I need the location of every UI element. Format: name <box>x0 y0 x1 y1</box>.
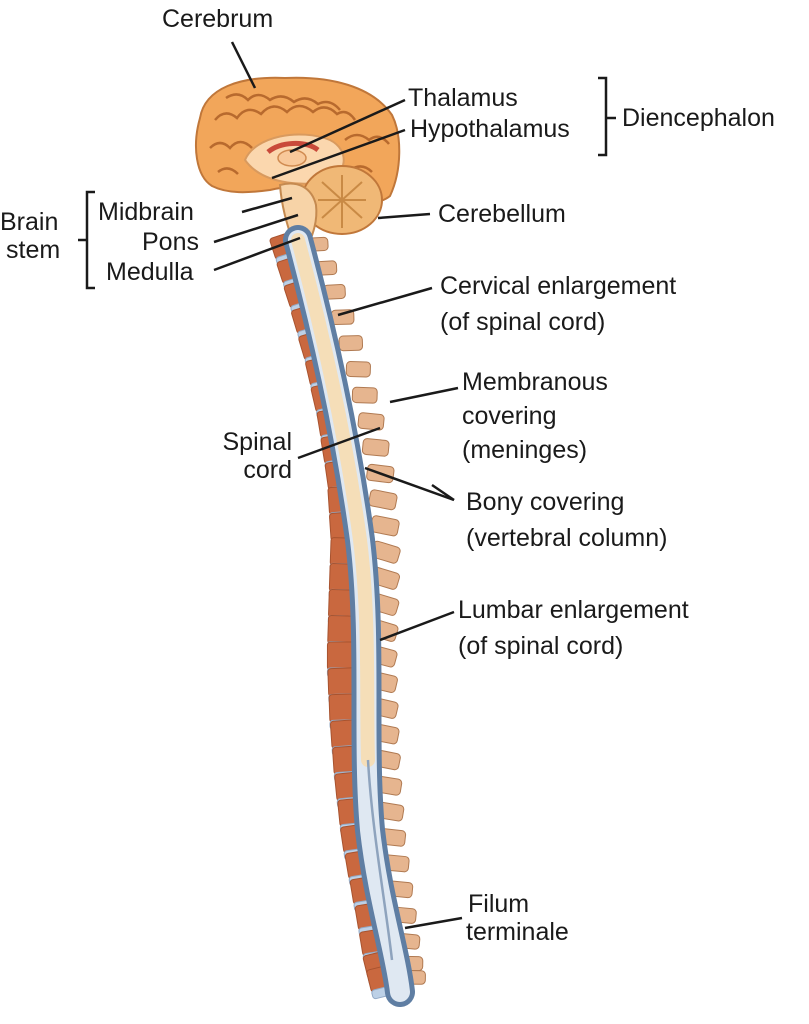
label-diencephalon: Diencephalon <box>622 104 775 132</box>
label-brain-stem-2: stem <box>6 236 61 264</box>
label-bony-2: (vertebral column) <box>466 524 668 552</box>
label-spinal-cord-1: Spinal <box>222 428 293 456</box>
leader-pons <box>213 213 299 244</box>
leader-cerebellum <box>377 212 431 220</box>
label-membranous-2: covering <box>462 402 557 430</box>
label-membranous-1: Membranous <box>462 368 608 396</box>
label-brain-stem-1: Brain <box>0 208 59 236</box>
vertebra-process <box>361 438 390 457</box>
vertebral-column-shape <box>269 230 426 1000</box>
label-medulla: Medulla <box>106 258 194 286</box>
filum-terminale-shape <box>366 759 394 961</box>
label-lumbar-2: (of spinal cord) <box>458 632 624 660</box>
vertebra-process <box>357 412 385 431</box>
vertebra-process <box>368 489 398 511</box>
leader-cervical <box>337 286 433 317</box>
diencephalon-bracket <box>598 76 608 157</box>
vertebra-process <box>345 360 371 378</box>
leader-medulla <box>213 236 301 272</box>
label-filum-2: terminale <box>466 918 569 946</box>
leader-bony-2 <box>431 483 455 502</box>
leader-cerebrum <box>230 41 257 89</box>
label-membranous-3: (meninges) <box>462 436 588 464</box>
label-thalamus: Thalamus <box>408 84 518 112</box>
label-filum-1: Filum <box>468 890 530 918</box>
leader-lumbar <box>379 610 455 642</box>
label-bony-1: Bony covering <box>466 488 625 516</box>
label-cerebrum: Cerebrum <box>162 5 274 33</box>
vertebra-process <box>370 515 400 537</box>
brain-stem-bracket <box>85 190 95 290</box>
label-spinal-cord-2: cord <box>243 456 292 484</box>
leader-spinal-cord <box>297 426 381 460</box>
leader-bony-1 <box>364 466 455 502</box>
leader-filum <box>404 916 463 930</box>
label-hypothalamus: Hypothalamus <box>410 115 570 143</box>
cerebellum-shape <box>301 165 383 235</box>
leader-hypothalamus <box>271 128 406 180</box>
label-midbrain: Midbrain <box>98 198 194 226</box>
leader-midbrain <box>241 196 293 214</box>
vertebra-process <box>338 335 364 352</box>
vertebra-process <box>351 386 378 404</box>
label-cerebellum: Cerebellum <box>438 200 566 228</box>
label-pons: Pons <box>142 228 199 256</box>
label-cervical-2: (of spinal cord) <box>440 308 606 336</box>
spinal-cord-core <box>291 233 375 767</box>
leader-membranous <box>389 386 459 404</box>
leader-thalamus <box>289 98 406 154</box>
label-cervical-1: Cervical enlargement <box>440 272 677 300</box>
label-lumbar-1: Lumbar enlargement <box>458 596 689 624</box>
leader-lines <box>78 41 616 930</box>
